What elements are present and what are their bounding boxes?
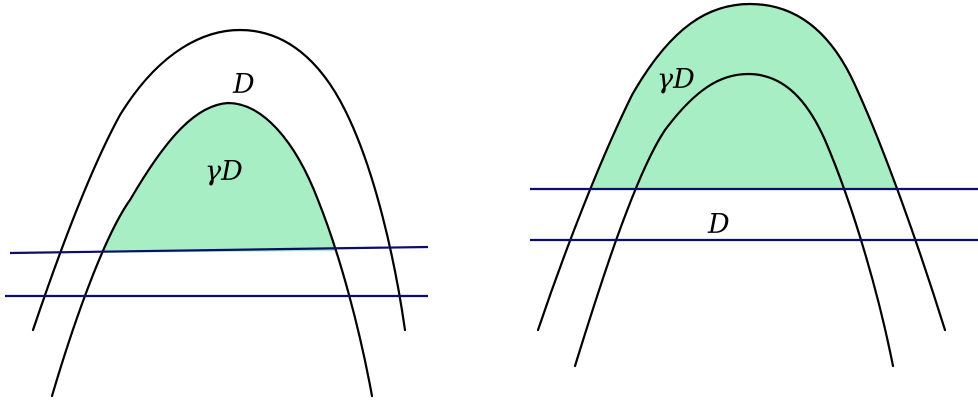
right-label-inner: D [707, 209, 730, 240]
right-inner-curve-d [573, 72, 895, 368]
left-label-outer: D [232, 69, 255, 100]
right-outer-curve-gamma-d [536, 2, 947, 332]
left-inner-curve-gamma-d [50, 101, 374, 398]
right-label-outer: γD [657, 64, 695, 95]
right-panel: γD D [530, 2, 978, 368]
left-label-inner: γD [205, 156, 243, 187]
right-gamma-d-region [590, 4, 897, 188]
left-outer-curve-d [31, 28, 407, 332]
left-top-line [9, 245, 429, 255]
left-panel: D γD [5, 28, 429, 398]
